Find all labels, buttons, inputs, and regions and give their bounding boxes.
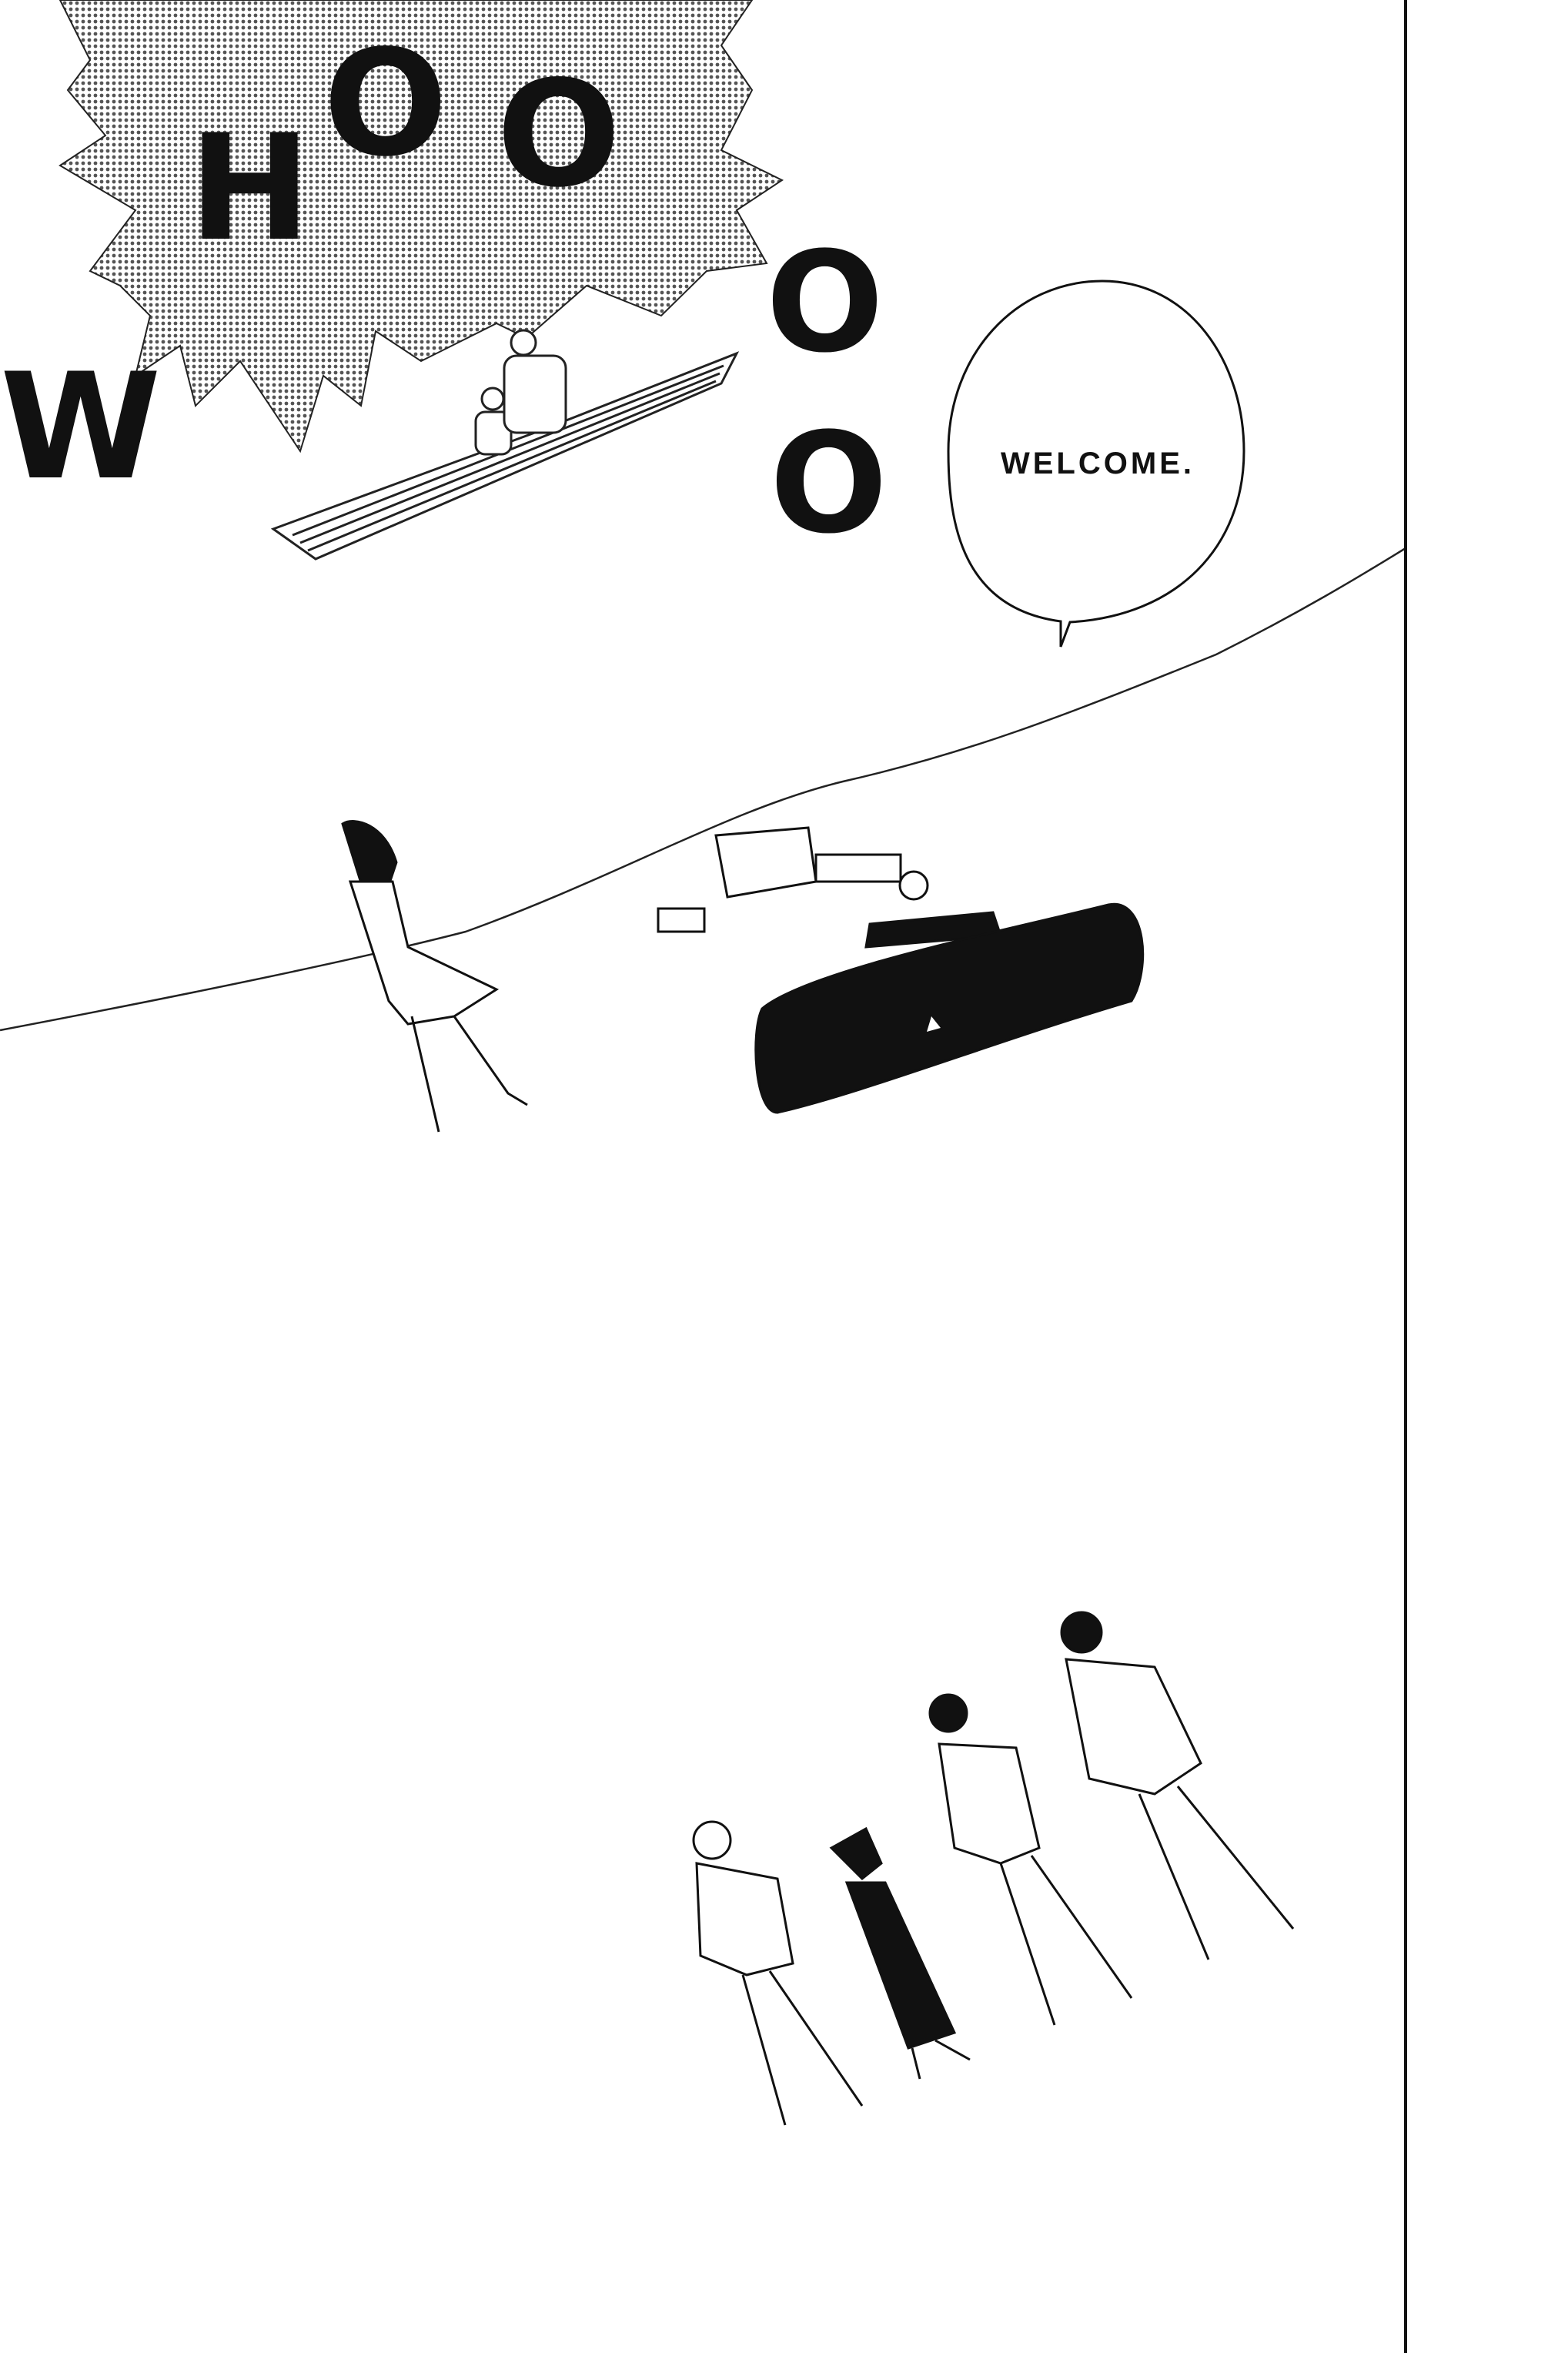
sfx-starburst [59, 0, 784, 454]
woman-figure [341, 820, 528, 1133]
car-with-driver [657, 826, 1145, 1114]
speech-bubble: WELCOME. [947, 279, 1245, 648]
sfx-letter-h: H [189, 103, 311, 273]
group-of-characters [692, 1611, 1295, 2126]
sfx-letter-o: O [770, 403, 888, 564]
character-2 [829, 1826, 971, 2080]
panel-border [1404, 0, 1407, 2353]
sfx-letter-o: O [496, 49, 621, 219]
speech-bubble-text: WELCOME. [1001, 447, 1195, 480]
boat-passengers [474, 329, 567, 456]
sfx-letter-o: O [766, 223, 884, 383]
character-1 [692, 1820, 864, 2126]
sfx-letter-o: O [323, 18, 448, 189]
character-4 [1060, 1611, 1295, 1960]
sfx-letter-w: W [0, 342, 162, 512]
horizon-line [0, 547, 1406, 1032]
character-3 [928, 1693, 1133, 2026]
